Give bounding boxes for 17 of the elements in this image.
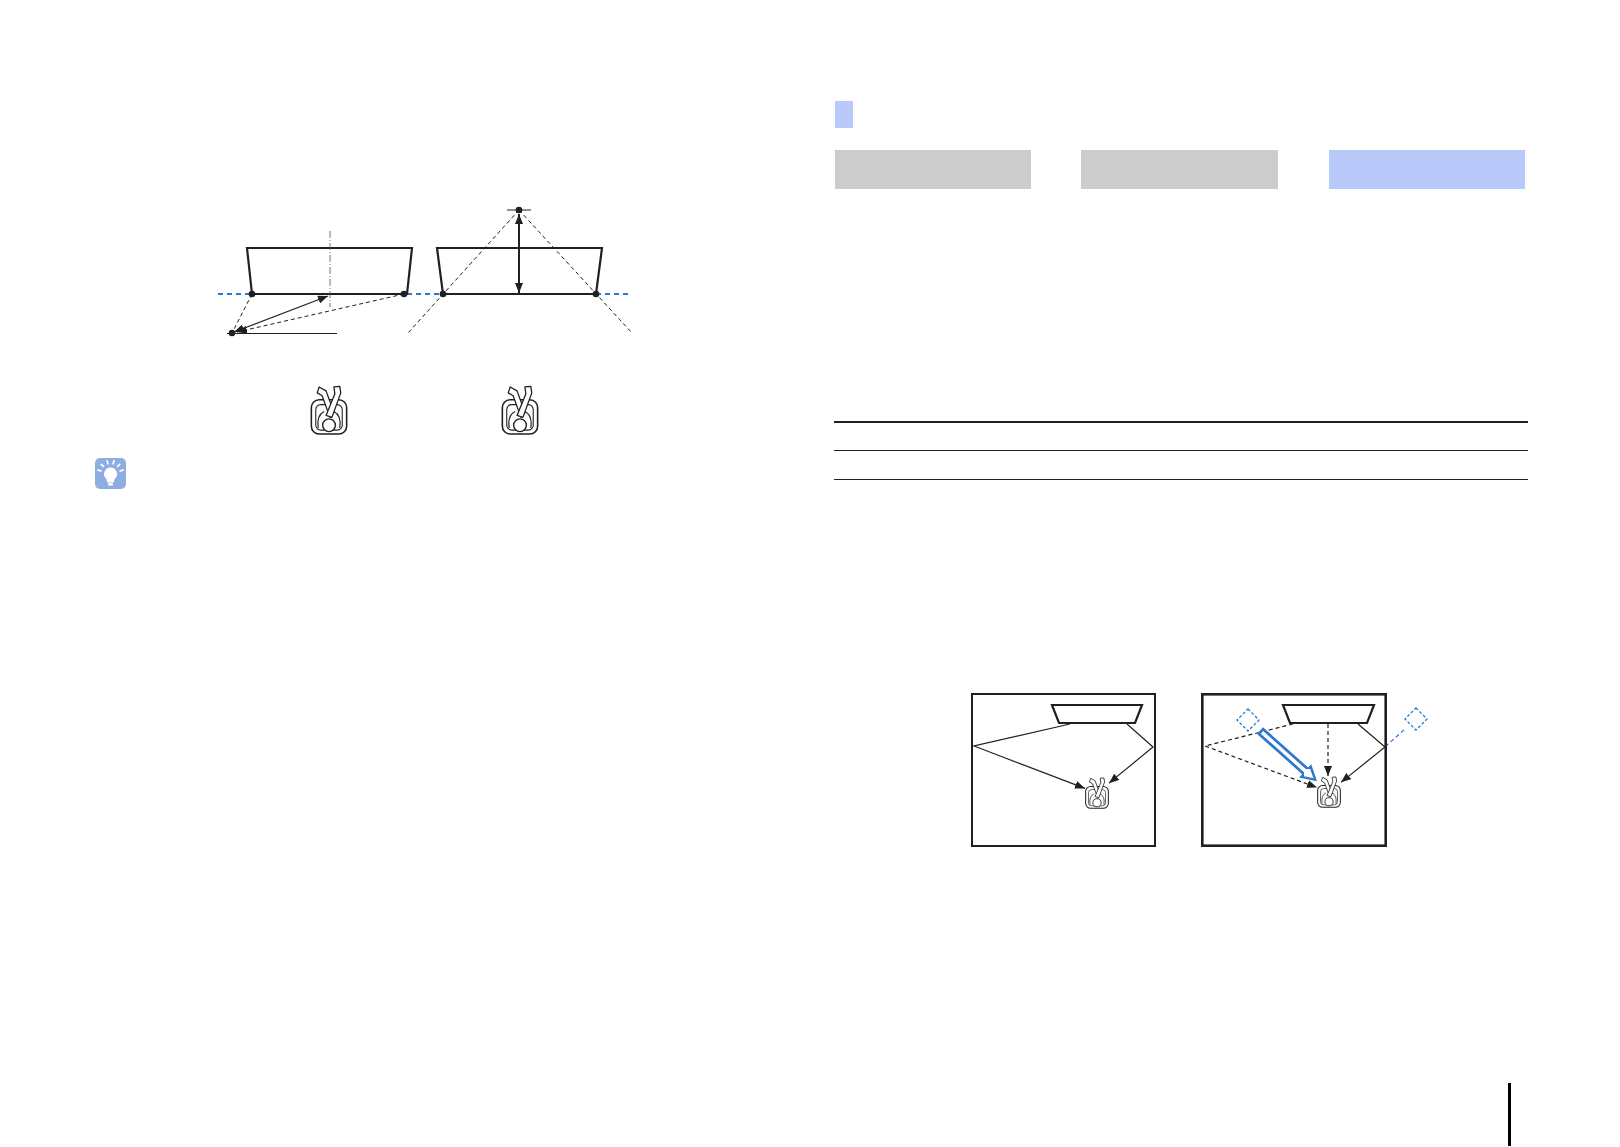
arrow	[1108, 723, 1154, 784]
arrow	[1340, 723, 1386, 783]
listener	[1085, 777, 1109, 809]
dashed-line	[1386, 729, 1405, 746]
dashed-arrow	[1324, 723, 1332, 777]
header-band	[1081, 150, 1278, 189]
dashed-arrow	[1202, 723, 1318, 789]
header-band	[1329, 150, 1525, 189]
virtual-speaker	[1404, 707, 1428, 731]
arrow	[971, 723, 1086, 789]
listener	[1317, 776, 1341, 808]
header-band	[835, 150, 1031, 189]
room-outline	[1201, 693, 1387, 847]
room-outline	[971, 693, 1156, 847]
virtual-speaker	[1236, 708, 1260, 732]
soundbar	[1051, 704, 1143, 724]
soundbar	[1282, 704, 1375, 724]
